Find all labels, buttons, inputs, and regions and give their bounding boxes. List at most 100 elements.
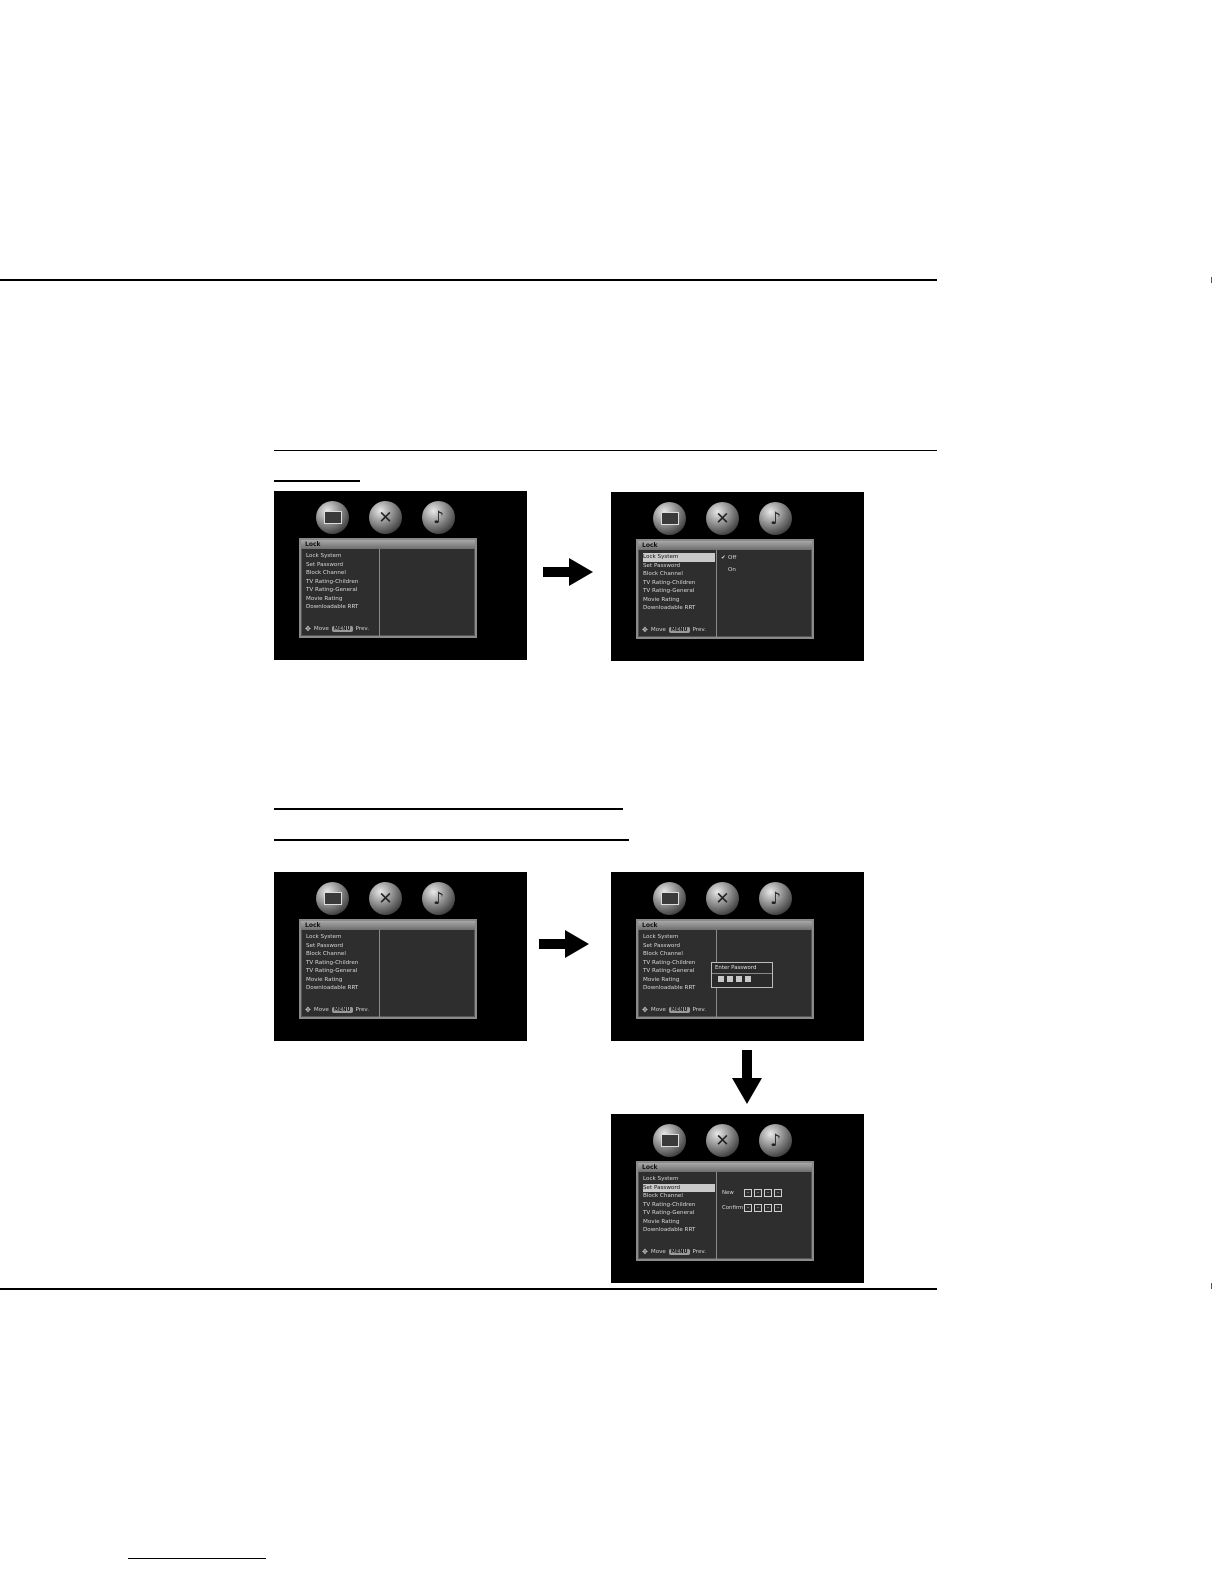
- move-joystick-icon: ✥: [642, 1248, 648, 1256]
- confirm-password-label: Confirm: [722, 1205, 744, 1211]
- arrow-right-icon: [543, 558, 593, 586]
- password-cell[interactable]: –: [774, 1204, 782, 1212]
- menu-item-downloadable-rrt[interactable]: Downloadable RRT: [306, 985, 359, 991]
- top-rule: [0, 279, 937, 281]
- heading-underline-1: [274, 480, 360, 482]
- new-password-cells[interactable]: – – – –: [744, 1189, 782, 1197]
- menu-item-tv-rating-children[interactable]: TV Rating-Children: [643, 1201, 696, 1208]
- check-icon: ✔: [721, 555, 726, 561]
- password-cell[interactable]: [718, 976, 724, 982]
- setup-icon: ✕: [369, 882, 402, 915]
- footer-move-label: Move: [650, 627, 666, 633]
- menu-item-tv-rating-general[interactable]: TV Rating-General: [306, 968, 358, 974]
- heading-underline-2: [274, 808, 623, 810]
- menu-item-set-password[interactable]: Set Password: [643, 562, 681, 569]
- menu-key-badge: MENU: [668, 1007, 690, 1013]
- menu-item-downloadable-rrt[interactable]: Downloadable RRT: [643, 985, 696, 991]
- audio-icon: ♪: [422, 882, 455, 915]
- menu-item-block-channel[interactable]: Block Channel: [643, 571, 683, 577]
- password-cell[interactable]: –: [754, 1189, 762, 1197]
- menu-item-set-password[interactable]: Set Password: [643, 942, 681, 949]
- menu-item-block-channel[interactable]: Block Channel: [643, 1193, 683, 1199]
- menu-item-movie-rating[interactable]: Movie Rating: [306, 595, 343, 602]
- menu-item-tv-rating-children[interactable]: TV Rating-Children: [643, 959, 696, 966]
- menu-item-lock-system[interactable]: Lock System: [306, 934, 342, 940]
- menu-item-block-channel[interactable]: Block Channel: [643, 951, 683, 957]
- menu-title: Lock: [638, 541, 812, 550]
- bottom-rule: [0, 1288, 937, 1290]
- menu-title: Lock: [638, 1163, 812, 1172]
- footer-move-label: Move: [650, 1007, 666, 1013]
- password-cell[interactable]: –: [774, 1189, 782, 1197]
- menu-item-lock-system[interactable]: Lock System: [643, 934, 679, 940]
- audio-icon: ♪: [759, 882, 792, 915]
- lock-menu-panel: Lock Lock System Set Password Block Chan…: [636, 539, 814, 639]
- move-joystick-icon: ✥: [305, 1006, 311, 1014]
- setup-icon: ✕: [706, 502, 739, 535]
- menu-item-tv-rating-general[interactable]: TV Rating-General: [643, 1210, 695, 1216]
- footer-underline: [128, 1558, 266, 1559]
- menu-icons: ✕ ♪: [611, 882, 864, 916]
- menu-item-downloadable-rrt[interactable]: Downloadable RRT: [306, 604, 359, 610]
- lock-menu-panel: Lock Lock System Set Password Block Chan…: [636, 1161, 814, 1261]
- footer-move-label: Move: [313, 626, 329, 632]
- audio-icon: ♪: [422, 501, 455, 534]
- footer-move-label: Move: [650, 1249, 666, 1255]
- section-rule-1: [274, 450, 937, 451]
- menu-item-movie-rating[interactable]: Movie Rating: [306, 976, 343, 983]
- option-on[interactable]: On: [728, 567, 736, 573]
- menu-item-tv-rating-general[interactable]: TV Rating-General: [643, 968, 695, 974]
- password-cell[interactable]: [745, 976, 751, 982]
- password-cell[interactable]: –: [764, 1189, 772, 1197]
- menu-item-tv-rating-children[interactable]: TV Rating-Children: [306, 578, 359, 585]
- tv-screen-lock-menu: ✕ ♪ Lock Lock System Set Password Block …: [274, 872, 527, 1041]
- menu-item-tv-rating-children[interactable]: TV Rating-Children: [643, 579, 696, 586]
- password-cell[interactable]: –: [764, 1204, 772, 1212]
- move-joystick-icon: ✥: [305, 625, 311, 633]
- menu-item-tv-rating-general[interactable]: TV Rating-General: [643, 588, 695, 594]
- edge-tick: [1211, 277, 1212, 283]
- password-cells[interactable]: [718, 976, 751, 982]
- menu-item-set-password[interactable]: Set Password: [643, 1183, 715, 1192]
- picture-icon: [653, 1124, 686, 1157]
- menu-icons: ✕ ♪: [274, 882, 527, 916]
- heading-underline-3: [274, 839, 629, 841]
- menu-item-block-channel[interactable]: Block Channel: [306, 570, 346, 576]
- move-joystick-icon: ✥: [642, 1006, 648, 1014]
- confirm-password-cells[interactable]: – – – –: [744, 1204, 782, 1212]
- footer-prev-label: Prev.: [355, 1007, 370, 1013]
- menu-item-set-password[interactable]: Set Password: [306, 561, 344, 568]
- menu-item-tv-rating-general[interactable]: TV Rating-General: [306, 587, 358, 593]
- picture-icon: [316, 501, 349, 534]
- arrow-right-icon: [539, 930, 589, 958]
- menu-key-badge: MENU: [331, 626, 353, 632]
- menu-footer: ✥ Move MENU Prev.: [642, 1006, 706, 1014]
- menu-item-block-channel[interactable]: Block Channel: [306, 951, 346, 957]
- menu-list: Lock System Set Password Block Channel T…: [643, 933, 715, 993]
- password-cell[interactable]: –: [754, 1204, 762, 1212]
- menu-icons: ✕ ♪: [611, 1124, 864, 1158]
- menu-item-lock-system[interactable]: Lock System: [643, 1176, 679, 1182]
- picture-icon: [653, 502, 686, 535]
- menu-item-lock-system[interactable]: Lock System: [306, 553, 342, 559]
- menu-item-movie-rating[interactable]: Movie Rating: [643, 976, 680, 983]
- option-off[interactable]: Off: [728, 555, 737, 561]
- menu-item-tv-rating-children[interactable]: TV Rating-Children: [306, 959, 359, 966]
- menu-item-movie-rating[interactable]: Movie Rating: [643, 596, 680, 603]
- menu-item-downloadable-rrt[interactable]: Downloadable RRT: [643, 1227, 696, 1233]
- setup-icon: ✕: [706, 1124, 739, 1157]
- footer-prev-label: Prev.: [692, 1249, 707, 1255]
- menu-footer: ✥ Move MENU Prev.: [642, 626, 706, 634]
- menu-item-lock-system[interactable]: Lock System: [643, 553, 715, 562]
- password-cell[interactable]: [727, 976, 733, 982]
- password-cell[interactable]: –: [744, 1189, 752, 1197]
- menu-divider: [716, 550, 717, 637]
- menu-item-set-password[interactable]: Set Password: [306, 942, 344, 949]
- password-cell[interactable]: [736, 976, 742, 982]
- password-cell[interactable]: –: [744, 1204, 752, 1212]
- menu-key-badge: MENU: [331, 1007, 353, 1013]
- menu-list: Lock System Set Password Block Channel T…: [643, 553, 715, 613]
- arrow-down-icon: [732, 1050, 762, 1104]
- menu-item-movie-rating[interactable]: Movie Rating: [643, 1218, 680, 1225]
- menu-item-downloadable-rrt[interactable]: Downloadable RRT: [643, 605, 696, 611]
